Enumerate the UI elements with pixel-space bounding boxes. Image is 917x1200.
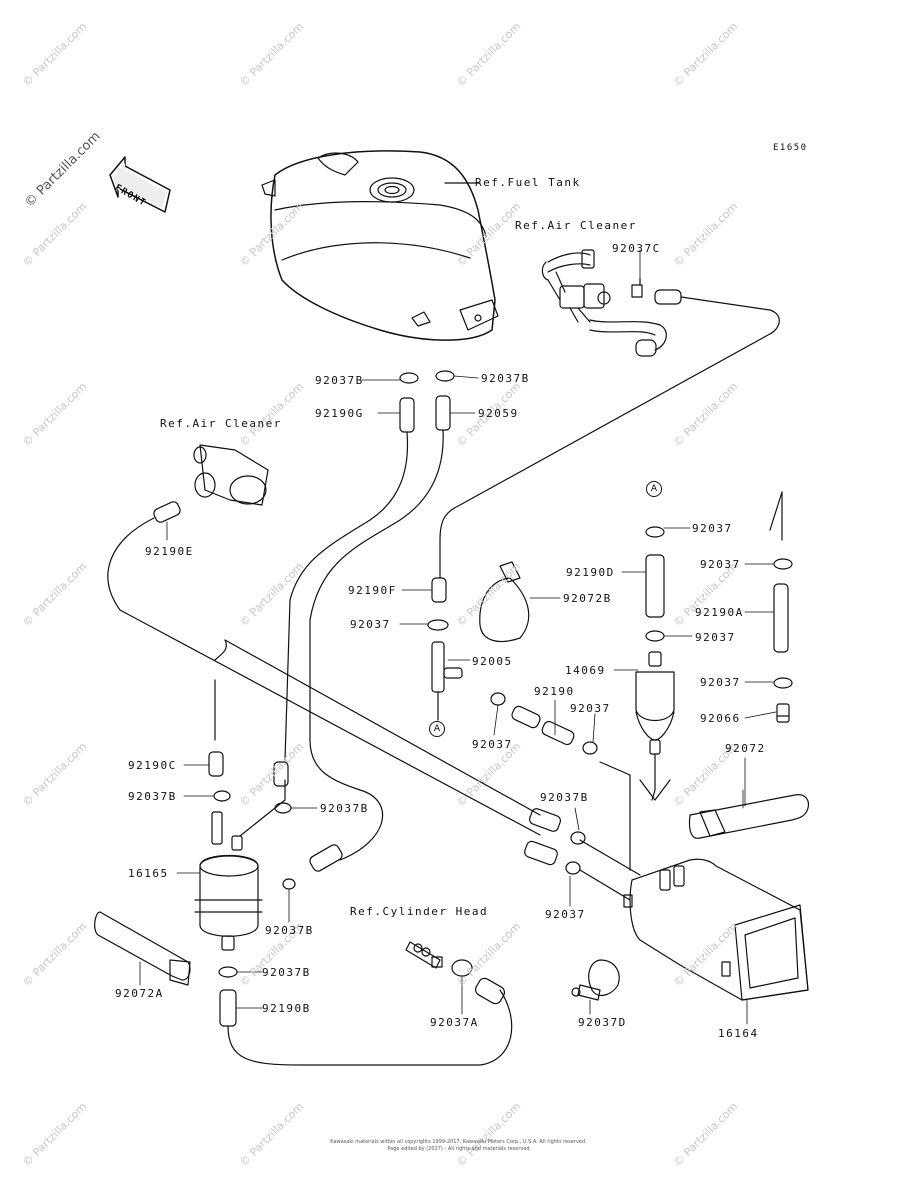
bottom-return-hose — [227, 989, 513, 1066]
left-air-cleaner-fitting — [193, 444, 269, 506]
top-clamps-hoses — [399, 370, 455, 433]
part-92037: 92037 — [545, 908, 586, 921]
center-tee-assembly — [427, 577, 463, 721]
part-92037: 92037 — [695, 631, 736, 644]
clip-pump-top — [274, 802, 292, 814]
hose-92037B-r — [528, 808, 562, 832]
part-92066: 92066 — [700, 712, 741, 725]
air-cleaner-valve-assembly — [541, 249, 682, 357]
part-92005: 92005 — [472, 655, 513, 668]
part-92037: 92037 — [692, 522, 733, 535]
connection-marker-a-lower: A — [429, 721, 445, 737]
part-92190E: 92190E — [145, 545, 194, 558]
part-92037A: 92037A — [430, 1016, 479, 1029]
part-92190D: 92190D — [566, 566, 615, 579]
ref-air-cleaner-left: Ref.Air Cleaner — [160, 417, 282, 430]
ref-cylinder-head: Ref.Cylinder Head — [350, 905, 489, 918]
footer-copyright: Kawasaki materials within all copyrights… — [330, 1139, 587, 1145]
part-92072B: 92072B — [563, 592, 612, 605]
part-92037B: 92037B — [128, 790, 177, 803]
hose-92059 — [309, 429, 444, 861]
hose-92190G — [284, 431, 409, 761]
part-92059: 92059 — [478, 407, 519, 420]
part-16164: 16164 — [718, 1027, 759, 1040]
footer-note: Page edited by (2017) - All rights and m… — [387, 1146, 530, 1152]
pump-hose — [239, 779, 286, 837]
right-hose-92190A — [769, 491, 793, 723]
part-92037B: 92037B — [540, 791, 589, 804]
band-92072A — [94, 911, 191, 986]
hose-pump-side — [309, 844, 343, 872]
part-92037B: 92037B — [265, 924, 314, 937]
part-92037B: 92037B — [320, 802, 369, 815]
hose-92190E — [153, 501, 181, 523]
fuel-tank-illustration — [261, 150, 499, 341]
front-arrow-icon — [109, 156, 171, 213]
band-92072B — [479, 561, 530, 643]
canister-16164 — [623, 858, 809, 1001]
cylinder-head-fitting — [405, 941, 506, 1005]
part-92037B: 92037B — [481, 372, 530, 385]
part-92037: 92037 — [700, 676, 741, 689]
canister-hose-c — [579, 869, 631, 901]
part-92190A: 92190A — [695, 606, 744, 619]
part-92190: 92190 — [534, 685, 575, 698]
part-92190F: 92190F — [348, 584, 397, 597]
hose-end — [214, 639, 227, 661]
hose-92037-r — [524, 840, 558, 866]
part-92072: 92072 — [725, 742, 766, 755]
canister-hose-b — [579, 839, 641, 876]
part-92037: 92037 — [472, 738, 513, 751]
part-92037C: 92037C — [612, 242, 661, 255]
part-92190B: 92190B — [262, 1002, 311, 1015]
part-92190C: 92190C — [128, 759, 177, 772]
clip-92037 — [490, 692, 506, 706]
part-92037: 92037 — [350, 618, 391, 631]
hose-pump-top — [273, 761, 289, 787]
long-hose-left — [107, 517, 541, 836]
hose-92190 — [511, 705, 541, 729]
part-92190G: 92190G — [315, 407, 364, 420]
part-92072A: 92072A — [115, 987, 164, 1000]
clamp-92037D — [571, 959, 620, 1001]
ref-fuel-tank: Ref.Fuel Tank — [475, 176, 581, 189]
part-92037B: 92037B — [315, 374, 364, 387]
diagram-code: E1650 — [773, 143, 808, 153]
ref-air-cleaner-top: Ref.Air Cleaner — [515, 219, 637, 232]
clip-pump-side — [282, 878, 296, 890]
hose-92190-b — [541, 720, 575, 746]
long-hose-left-b — [224, 639, 541, 816]
vacuum-hose — [439, 296, 780, 579]
part-92037D: 92037D — [578, 1016, 627, 1029]
fuel-filter-14069 — [635, 526, 675, 801]
leader-lines — [139, 249, 777, 1025]
part-14069: 14069 — [565, 664, 606, 677]
clip-92037-r2 — [565, 861, 581, 875]
part-92037: 92037 — [700, 558, 741, 571]
part-92037: 92037 — [570, 702, 611, 715]
filter-line — [639, 779, 671, 801]
connection-marker-a: A — [646, 481, 662, 497]
clip-92037-b — [582, 741, 598, 755]
part-92037B: 92037B — [262, 966, 311, 979]
band-92072 — [688, 794, 810, 839]
clip-92037B-r — [570, 831, 586, 845]
canister-hose-a — [599, 761, 631, 871]
part-16165: 16165 — [128, 867, 169, 880]
